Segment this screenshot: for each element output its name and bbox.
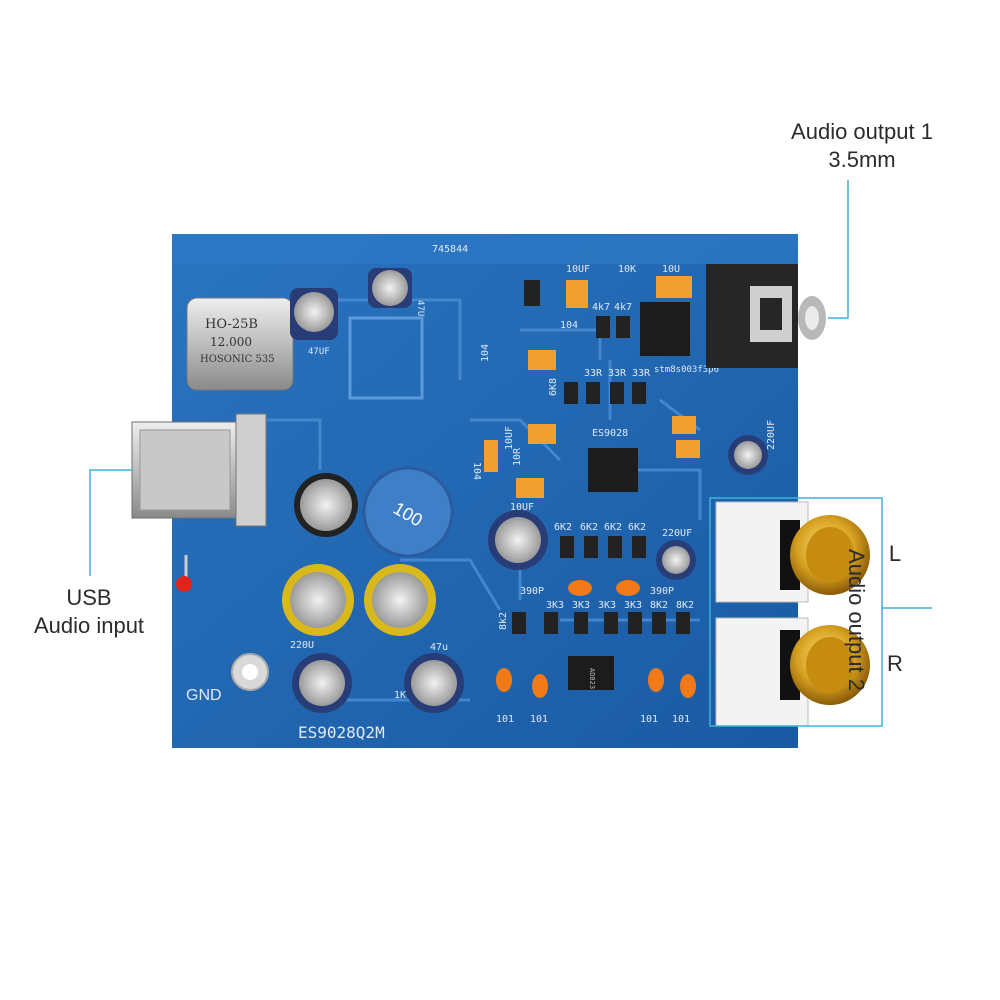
svg-text:3K3: 3K3 <box>624 600 642 611</box>
usb-b-connector <box>131 413 267 527</box>
svg-text:101: 101 <box>672 714 690 725</box>
svg-text:101: 101 <box>530 714 548 725</box>
svg-text:10R: 10R <box>512 447 523 466</box>
capacitor-220uf-mid <box>656 540 696 580</box>
callout-line-output1 <box>828 180 849 319</box>
svg-text:AD823: AD823 <box>588 668 596 689</box>
svg-text:1K: 1K <box>394 690 406 701</box>
svg-text:HO-25B: HO-25B <box>205 317 258 332</box>
svg-text:3K3: 3K3 <box>546 600 564 611</box>
callout-lines <box>89 180 932 727</box>
capacitor-bottom-2 <box>404 653 464 713</box>
capacitor-mid <box>488 510 548 570</box>
svg-text:10UF: 10UF <box>566 264 590 275</box>
svg-text:6K8: 6K8 <box>548 378 559 396</box>
svg-text:220U: 220U <box>290 640 314 651</box>
svg-text:10K: 10K <box>618 264 636 275</box>
red-led <box>176 555 192 592</box>
svg-text:47UF: 47UF <box>308 347 330 357</box>
svg-text:390P: 390P <box>650 586 674 597</box>
svg-text:8K2: 8K2 <box>676 600 694 611</box>
svg-text:8K2: 8K2 <box>650 600 668 611</box>
capacitor-yellow-2 <box>364 564 436 636</box>
svg-text:104: 104 <box>471 462 482 480</box>
callout-usb-title: USB <box>66 585 112 610</box>
inductor: 100 <box>362 466 454 558</box>
svg-text:3K3: 3K3 <box>572 600 590 611</box>
capacitor-47uf <box>290 288 338 340</box>
svg-text:6K2: 6K2 <box>604 522 622 533</box>
capacitor-yellow-1 <box>282 564 354 636</box>
svg-text:47U: 47U <box>415 300 425 316</box>
headphone-jack <box>706 264 826 368</box>
channel-left-label: L <box>888 541 902 566</box>
orange-caps <box>496 580 696 698</box>
svg-text:33R: 33R <box>584 368 603 379</box>
board-serial: 745844 <box>432 244 468 255</box>
rca-jack-right <box>715 617 870 727</box>
svg-text:stm8s003f3p6: stm8s003f3p6 <box>654 365 719 375</box>
mcu-chip: stm8s003f3p6 <box>640 302 719 375</box>
svg-text:101: 101 <box>496 714 514 725</box>
svg-text:104: 104 <box>560 320 578 331</box>
board-model: ES9028Q2M <box>298 723 385 742</box>
svg-text:8k2: 8k2 <box>498 612 509 630</box>
rca-jack-left <box>715 501 870 603</box>
svg-text:220UF: 220UF <box>766 420 777 450</box>
crystal-oscillator: HO-25B 12.000 HOSONIC 535 <box>186 297 294 391</box>
callout-line-usb <box>89 469 132 576</box>
tantalum-caps <box>484 276 700 498</box>
svg-text:390P: 390P <box>520 586 544 597</box>
svg-text:220UF: 220UF <box>662 528 692 539</box>
svg-text:47u: 47u <box>430 642 448 653</box>
opamp-chip: AD823 <box>568 656 614 690</box>
dac-chip: ES9028 <box>588 428 638 492</box>
smd-resistors <box>512 280 690 634</box>
callout-usb: USB Audio input <box>14 584 164 640</box>
svg-text:6K2: 6K2 <box>628 522 646 533</box>
capacitor-left-mid <box>294 473 358 537</box>
callout-bracket-output2 <box>709 497 883 727</box>
svg-text:10UF: 10UF <box>504 426 515 450</box>
svg-text:4k7: 4k7 <box>592 302 610 313</box>
svg-text:6K2: 6K2 <box>580 522 598 533</box>
mounting-hole <box>231 653 269 691</box>
svg-text:ES9028: ES9028 <box>592 428 628 439</box>
svg-text:4k7: 4k7 <box>614 302 632 313</box>
svg-text:10UF: 10UF <box>510 502 534 513</box>
channel-right-label: R <box>887 651 903 676</box>
capacitor-right-small <box>728 435 768 475</box>
callout-audio-output-1-spec: 3.5mm <box>828 147 896 172</box>
svg-text:10U: 10U <box>662 264 680 275</box>
svg-text:3K3: 3K3 <box>598 600 616 611</box>
gnd-label: GND <box>186 687 222 704</box>
svg-text:33R: 33R <box>608 368 627 379</box>
callout-audio-output-1-title: Audio output 1 <box>791 119 933 144</box>
svg-text:33R: 33R <box>632 368 651 379</box>
callout-usb-subtitle: Audio input <box>33 613 145 638</box>
silkscreen-labels: 10UF 10K 10U 4k7 4k7 104 104 104 33R 33R… <box>290 264 777 725</box>
callout-audio-output-2: Audio output 2 <box>844 549 869 691</box>
svg-text:6K2: 6K2 <box>554 522 572 533</box>
capacitor-47u-top <box>368 268 412 308</box>
svg-text:101: 101 <box>640 714 658 725</box>
capacitor-bottom-1 <box>292 653 352 713</box>
callout-audio-output-1: Audio output 1 3.5mm <box>762 118 962 174</box>
svg-text:104: 104 <box>480 344 491 362</box>
svg-text:HOSONIC 535: HOSONIC 535 <box>200 354 275 365</box>
svg-text:12.000: 12.000 <box>210 335 252 349</box>
